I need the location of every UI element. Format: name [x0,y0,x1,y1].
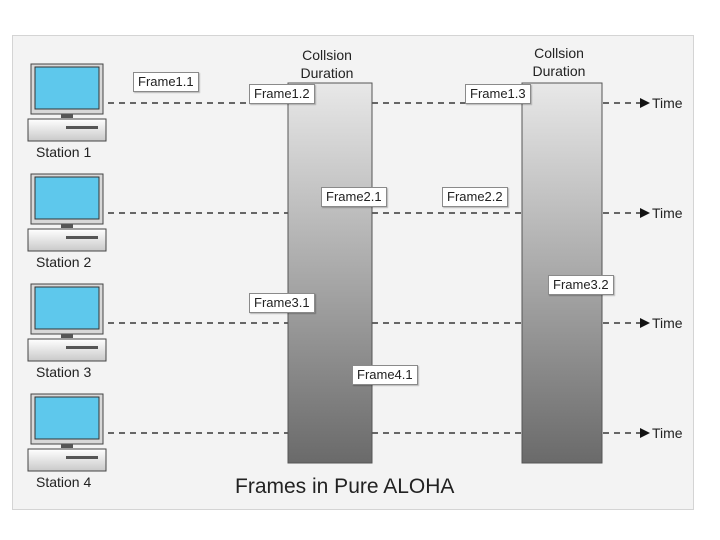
frame-box-3-1: Frame3.1 [249,293,315,313]
collision-label-1-line1: Collsion [302,47,352,63]
station-label-4: Station 4 [36,474,92,490]
computer-icon-station-1 [27,63,107,142]
frame-box-2-2: Frame2.2 [442,187,508,207]
station-label-1: Station 1 [36,144,92,160]
computer-icon-station-4 [27,393,107,472]
computer-icon-station-3 [27,283,107,362]
time-label-4: Time [652,425,683,441]
frame-box-1-2: Frame1.2 [249,84,315,104]
frame-box-2-1: Frame2.1 [321,187,387,207]
collision-label-2-line1: Collsion [534,45,584,61]
frame-box-1-3: Frame1.3 [465,84,531,104]
collision-label-1-line2: Duration [300,65,354,81]
collision-label-1: Collsion Duration [282,46,372,82]
collision-bar-1 [287,82,373,464]
station-label-3: Station 3 [36,364,92,380]
arrowhead-2 [640,208,650,218]
collision-bar-2 [521,82,603,464]
arrowhead-1 [640,98,650,108]
collision-label-2: Collsion Duration [514,44,604,80]
arrowhead-4 [640,428,650,438]
frame-box-4-1: Frame4.1 [352,365,418,385]
time-label-3: Time [652,315,683,331]
diagram-title: Frames in Pure ALOHA [235,475,455,498]
station-label-2: Station 2 [36,254,92,270]
collision-label-2-line2: Duration [532,63,586,79]
arrowhead-3 [640,318,650,328]
frame-box-3-2: Frame3.2 [548,275,614,295]
frame-box-1-1: Frame1.1 [133,72,199,92]
time-label-2: Time [652,205,683,221]
time-label-1: Time [652,95,683,111]
computer-icon-station-2 [27,173,107,252]
